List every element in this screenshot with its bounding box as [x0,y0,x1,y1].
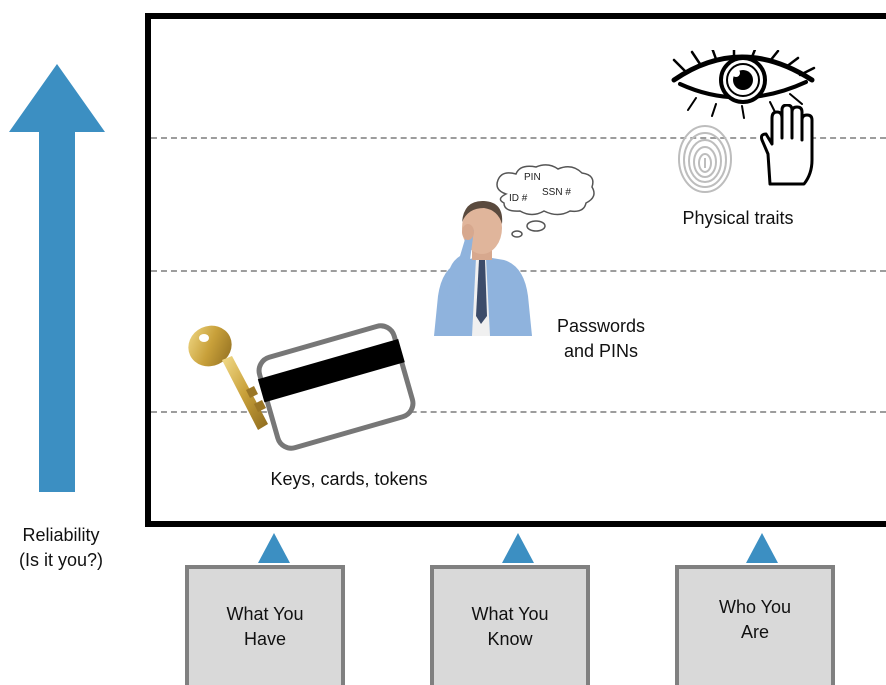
thought-bubble-icon [496,164,595,238]
hand-icon [760,104,814,186]
category-know-line1: What You [471,604,549,624]
pointer-have-icon [258,533,290,563]
passwords-label-line2: and PINs [563,341,639,361]
thought-id-text: ID # [509,193,528,204]
reliability-label: Reliability (Is it you?) [0,523,122,573]
key-icon [188,325,268,430]
keys-cards-tokens-label: Keys, cards, tokens [270,469,428,489]
reliability-arrow-icon [9,64,105,492]
passwords-label-line1: Passwords [556,316,646,336]
pointer-know-icon [502,533,534,563]
category-have-line2: Have [243,629,287,649]
category-who-you-are: Who You Are [675,565,835,685]
physical-traits-label: Physical traits [682,208,794,228]
thought-pin-text: PIN [524,172,541,183]
card-icon [256,323,416,451]
category-are-line1: Who You [718,597,792,617]
reliability-label-line1: Reliability [22,525,100,545]
pointer-are-icon [746,533,778,563]
person-icon [434,200,532,336]
category-what-you-have: What You Have [185,565,345,685]
passwords-label: Passwords and PINs [530,314,672,364]
level-divider-top [151,137,886,139]
category-are-line2: Are [740,622,769,642]
category-have-line1: What You [226,604,304,624]
category-what-you-know: What You Know [430,565,590,685]
level-divider-bottom [151,411,886,413]
eye-icon [671,50,816,119]
category-know-line2: Know [487,629,533,649]
fingerprint-icon [678,125,732,193]
thought-ssn-text: SSN # [542,187,571,198]
reliability-label-line2: (Is it you?) [18,550,104,570]
